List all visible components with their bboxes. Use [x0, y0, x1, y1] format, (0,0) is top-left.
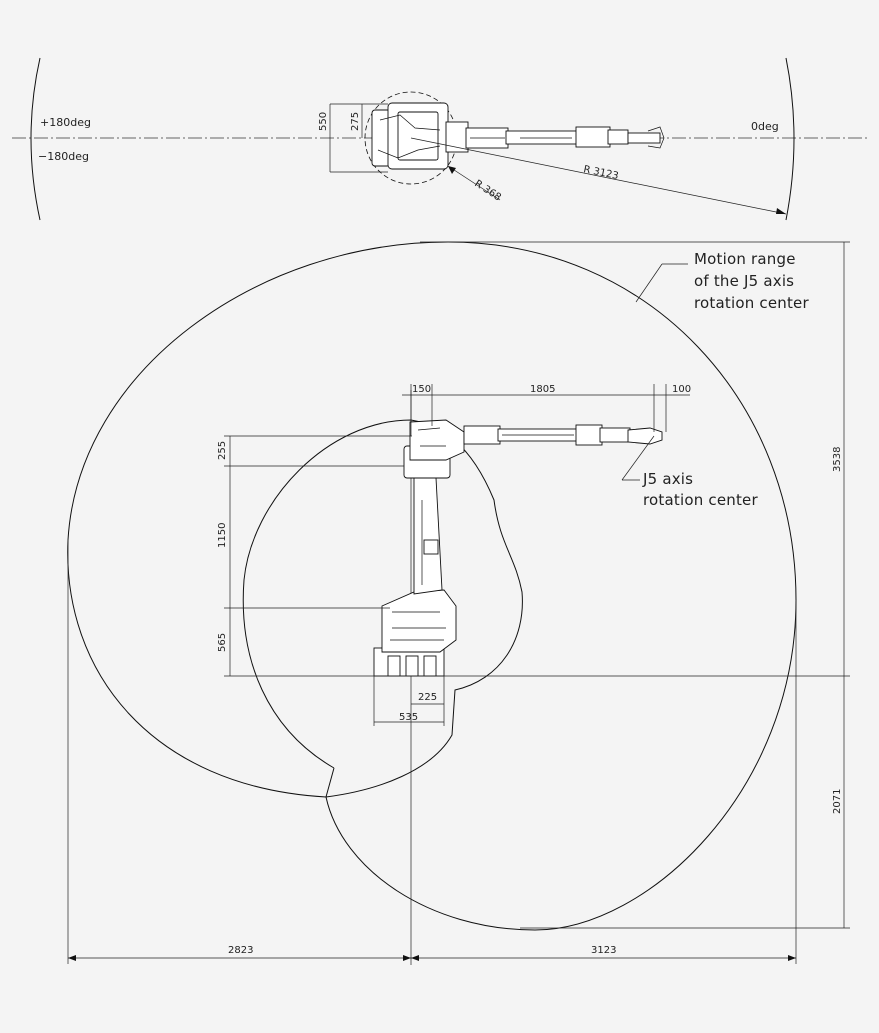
dim-1150-label: 1150	[217, 523, 228, 548]
dim-150-label: 150	[412, 384, 431, 395]
radius-3123-line	[410, 137, 787, 215]
dim-225-label: 225	[418, 692, 437, 703]
robot-side-view	[373, 419, 663, 677]
radius-3123-label: R 3123	[582, 164, 619, 182]
robot-top-view	[371, 102, 665, 170]
angle-minus-label: −180deg	[38, 150, 89, 163]
top-right-arc	[785, 57, 795, 221]
callout-j5-line2: rotation center	[643, 491, 758, 509]
dim-535-label: 535	[399, 712, 418, 723]
radius-368-label: R 368	[472, 178, 502, 203]
callout-j5-leader	[621, 435, 655, 481]
dim-550-label: 550	[318, 112, 329, 131]
dim-100-label: 100	[672, 384, 691, 395]
dim-3123-label: 3123	[591, 945, 616, 956]
dim-255-label: 255	[217, 441, 228, 460]
callout-motion-range-leader	[635, 263, 663, 303]
dim-2071-label: 2071	[832, 789, 843, 814]
callout-j5-line1: J5 axis	[642, 470, 693, 488]
dim-275-label: 275	[350, 112, 361, 131]
callout-motion-range-line1: Motion range	[694, 250, 796, 268]
dim-2823-label: 2823	[228, 945, 253, 956]
angle-zero-label: 0deg	[751, 120, 779, 133]
angle-plus-label: +180deg	[40, 116, 91, 129]
motion-range-inner	[242, 419, 523, 798]
dim-3538-label: 3538	[832, 447, 843, 472]
side-view: 255 1150 565 3538 2071 150 1805 100 225 …	[67, 241, 850, 965]
callout-motion-range-line3: rotation center	[694, 294, 809, 312]
callout-motion-range-line2: of the J5 axis	[694, 272, 794, 290]
dim-1805-label: 1805	[530, 384, 555, 395]
top-view: +180deg −180deg 0deg 550 275	[12, 57, 868, 221]
motion-range-outer	[67, 241, 797, 931]
dim-565-label: 565	[217, 633, 228, 652]
top-left-arc	[30, 57, 41, 221]
radius-368-line	[447, 165, 501, 201]
